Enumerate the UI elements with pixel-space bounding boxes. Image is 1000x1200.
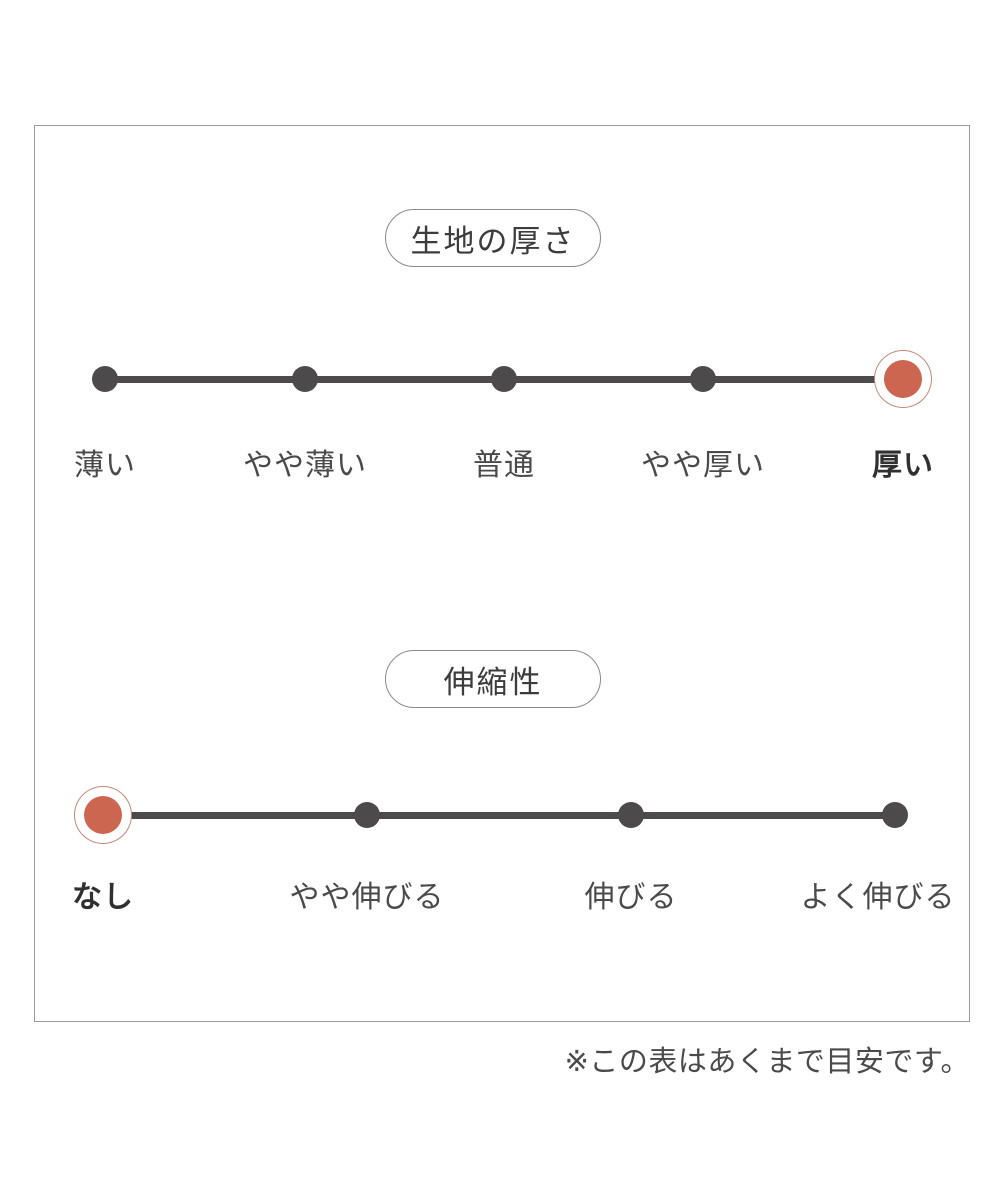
footnote-disclaimer: ※この表はあくまで目安です。 xyxy=(564,1046,970,1078)
scale-node-stretchiness-1[interactable] xyxy=(354,802,380,828)
scale-node-fabric-thickness-1[interactable] xyxy=(292,366,318,392)
scale-label-stretchiness-3[interactable]: よく伸びる xyxy=(800,881,956,914)
scale-node-fabric-thickness-3[interactable] xyxy=(690,366,716,392)
spec-panel xyxy=(34,125,970,1022)
scale-label-stretchiness-0-selected[interactable]: なし xyxy=(72,881,134,914)
scale-label-fabric-thickness-4-selected[interactable]: 厚い xyxy=(872,449,934,482)
scale-node-stretchiness-0-selected[interactable] xyxy=(84,796,122,834)
scale-label-stretchiness-2[interactable]: 伸びる xyxy=(584,881,678,914)
section-title-fabric-thickness: 生地の厚さ xyxy=(385,209,601,267)
scale-node-fabric-thickness-4-selected[interactable] xyxy=(884,360,922,398)
scale-label-fabric-thickness-1[interactable]: やや薄い xyxy=(243,449,367,482)
scale-node-stretchiness-3[interactable] xyxy=(882,802,908,828)
scale-label-fabric-thickness-0[interactable]: 薄い xyxy=(74,449,136,482)
scale-node-fabric-thickness-2[interactable] xyxy=(491,366,517,392)
scale-node-fabric-thickness-0[interactable] xyxy=(92,366,118,392)
scale-label-fabric-thickness-2[interactable]: 普通 xyxy=(473,449,535,482)
section-title-stretchiness: 伸縮性 xyxy=(385,650,601,708)
scale-track-stretchiness xyxy=(103,811,895,819)
scale-label-fabric-thickness-3[interactable]: やや厚い xyxy=(641,449,765,482)
scale-node-stretchiness-2[interactable] xyxy=(618,802,644,828)
scale-label-stretchiness-1[interactable]: やや伸びる xyxy=(289,881,445,914)
